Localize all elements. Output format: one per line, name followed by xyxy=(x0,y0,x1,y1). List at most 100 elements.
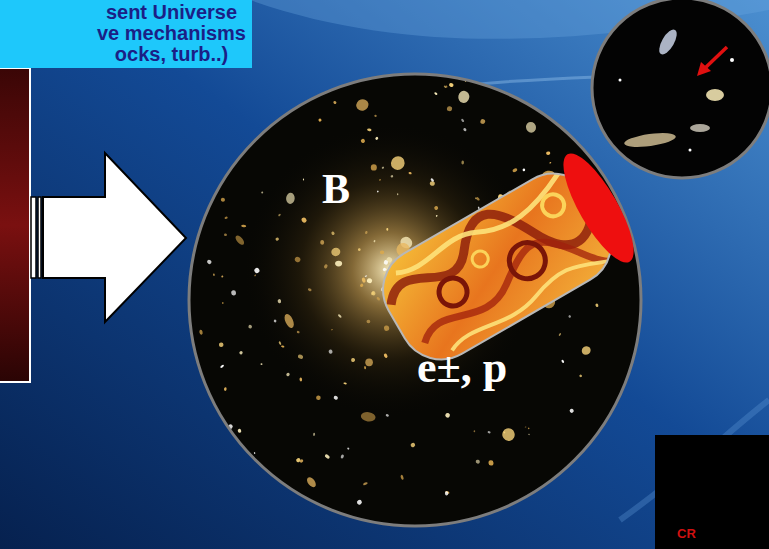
galaxy-dot xyxy=(260,363,262,365)
galaxy-dot xyxy=(305,476,317,489)
galaxy-dot xyxy=(374,115,377,117)
galaxy-dot xyxy=(259,120,262,124)
galaxy-dot xyxy=(390,175,393,178)
galaxy-dot xyxy=(192,161,195,166)
galaxy-dot xyxy=(366,277,373,284)
galaxy-dot xyxy=(522,168,525,171)
galaxy-dot xyxy=(381,166,384,169)
galaxy-dot xyxy=(185,264,188,266)
galaxy-dot xyxy=(330,246,341,257)
galaxy-dot xyxy=(361,277,366,283)
galaxy-dot xyxy=(366,320,370,324)
galaxy-dot xyxy=(363,482,368,486)
galaxy-dot xyxy=(461,118,465,122)
galaxy-dot xyxy=(476,196,481,201)
galaxy-dot xyxy=(430,178,434,183)
galaxy-dot xyxy=(297,331,300,334)
galaxy-dot xyxy=(434,205,439,210)
galaxy-dot xyxy=(595,303,599,307)
galaxy-dot xyxy=(231,290,236,295)
galaxy-dot xyxy=(480,119,486,125)
galaxy-dot xyxy=(408,172,412,175)
galaxy-dot xyxy=(444,412,450,418)
galaxy-dot xyxy=(224,233,227,236)
galaxy-dot xyxy=(333,100,337,104)
galaxy-dot xyxy=(316,395,321,400)
galaxy-dot xyxy=(273,101,277,105)
galaxy-dot xyxy=(254,274,256,276)
galaxy-dot xyxy=(253,267,260,274)
galaxy-dot xyxy=(397,193,398,195)
galaxy-dot xyxy=(277,299,281,304)
galaxy-dot xyxy=(351,358,356,363)
galaxy-dot xyxy=(377,190,379,192)
galaxy-dot xyxy=(359,283,364,287)
galaxy-dot xyxy=(298,93,302,95)
galaxy-dot xyxy=(434,92,438,96)
box-text: sent Universe ve mechanisms ocks, turb..… xyxy=(97,2,246,65)
galaxy-dot xyxy=(376,296,381,301)
galaxy-dot xyxy=(331,329,333,331)
galaxy-dot xyxy=(443,85,446,88)
galaxy-dot xyxy=(337,314,342,319)
galaxy-dot xyxy=(347,447,350,450)
galaxy-dot xyxy=(461,161,464,165)
galaxy-dot xyxy=(580,344,592,356)
galaxy-dot xyxy=(166,289,171,294)
galaxy-dot xyxy=(363,72,367,78)
galaxy-dot xyxy=(248,324,253,329)
galaxy-dot xyxy=(463,127,467,131)
galaxy-dot xyxy=(528,433,530,435)
galaxy-dot xyxy=(286,372,290,376)
galaxy-dot xyxy=(213,273,215,275)
galaxy-dot xyxy=(275,237,279,241)
galaxy-dot xyxy=(386,228,388,231)
galaxy-dot xyxy=(220,364,225,368)
galaxy-dot xyxy=(355,98,370,112)
galaxy-dot xyxy=(357,248,361,252)
galaxy-dot xyxy=(206,259,212,265)
galaxy-dot xyxy=(318,118,322,122)
galaxy-dot xyxy=(237,428,242,433)
galaxy-dot xyxy=(383,259,389,265)
galaxy-dot xyxy=(383,353,388,359)
galaxy-dot xyxy=(219,342,224,347)
galaxy-dot xyxy=(222,302,224,304)
galaxy-dot xyxy=(569,408,575,414)
galaxy-dot xyxy=(568,315,571,319)
galaxy-dot xyxy=(400,475,404,481)
galaxy-dot xyxy=(457,90,470,104)
galaxy-dot xyxy=(254,452,256,454)
galaxy-dot xyxy=(488,460,494,466)
galaxy-dot xyxy=(221,198,226,202)
galaxy-dot xyxy=(365,358,373,366)
galaxy-dot xyxy=(335,60,338,63)
galaxy-dot xyxy=(335,261,342,267)
galaxy-dot xyxy=(274,89,278,92)
galaxy-dot xyxy=(475,459,480,464)
galaxy-dot xyxy=(324,454,330,460)
galaxy-dot xyxy=(303,179,304,181)
galaxy-dot xyxy=(367,128,372,131)
galaxy-dot xyxy=(323,264,328,269)
galaxy-dot xyxy=(268,94,270,97)
galaxy-dot xyxy=(286,192,296,204)
galaxy-dot xyxy=(331,231,336,236)
galaxy-dot xyxy=(313,433,315,436)
galaxy-dot xyxy=(278,213,281,216)
galaxy-dot xyxy=(365,275,368,277)
galaxy-dot xyxy=(281,345,285,348)
galaxy-dot xyxy=(224,216,228,219)
galaxy-dot xyxy=(199,329,203,335)
galaxy-dot xyxy=(379,179,382,182)
galaxy-dot xyxy=(180,240,182,242)
galaxy-dot xyxy=(340,454,344,459)
galaxy-dot xyxy=(388,153,407,172)
galaxy-dot xyxy=(320,240,324,245)
galaxy-dot xyxy=(371,290,376,296)
cyan-text-box: sent Universe ve mechanisms ocks, turb..… xyxy=(0,0,252,68)
galaxy-dot xyxy=(179,236,184,241)
galaxy-dot xyxy=(190,224,192,228)
galaxy-dot xyxy=(221,275,224,278)
